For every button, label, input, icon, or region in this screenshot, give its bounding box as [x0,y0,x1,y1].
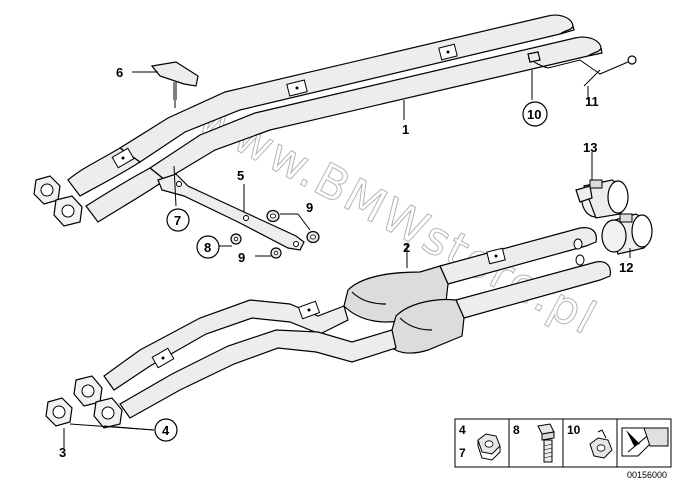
callout-9a: 9 [306,200,313,215]
legend-label-4: 4 [459,423,466,437]
callout-5: 5 [237,168,244,183]
callout-8: 8 [204,240,211,255]
callout-13: 13 [583,140,597,155]
washer-8 [230,233,242,245]
bolt-icon [537,423,555,463]
callout-2: 2 [403,240,410,255]
callout-1: 1 [402,122,409,137]
callout-11: 11 [585,94,599,109]
front-flange-lower-1 [73,375,103,407]
nut-9a [266,209,280,223]
legend-label-8: 8 [513,423,520,437]
nut-icon-1 [477,433,501,461]
front-flange-upper-2 [53,195,83,227]
callout-4-circle: 4 [154,418,178,442]
callout-10: 10 [527,107,541,122]
washer-9 [270,247,282,259]
callout-9b: 9 [238,250,245,265]
legend-box: 4 7 8 10 [454,418,672,468]
front-pipe-upper [33,14,603,227]
callout-10-circle: 10 [522,101,548,127]
clamp-13 [575,179,629,219]
front-flange-lower-2 [93,397,123,429]
gasket [45,397,73,427]
leader-lines [63,69,631,448]
callout-6: 6 [116,65,123,80]
legend-label-10: 10 [567,423,581,437]
front-flange-upper-1 [33,175,61,205]
callout-12: 12 [619,260,633,275]
callout-3: 3 [59,445,66,460]
callout-7: 7 [174,213,181,228]
legend-label-7: 7 [459,446,466,460]
clamp-12 [601,213,653,255]
brace-part [157,173,305,251]
callout-7-circle: 7 [166,208,190,232]
hanger-bracket [150,61,199,108]
callout-4: 4 [162,423,170,438]
arrow-icon [621,427,669,457]
catalytic-converter-pipe [73,227,611,429]
nut-9b [306,230,320,244]
callout-8-circle: 8 [196,235,220,259]
nut-icon-2 [589,429,613,459]
diagram-number: 00156000 [627,470,667,480]
sensor-lead [527,51,637,75]
